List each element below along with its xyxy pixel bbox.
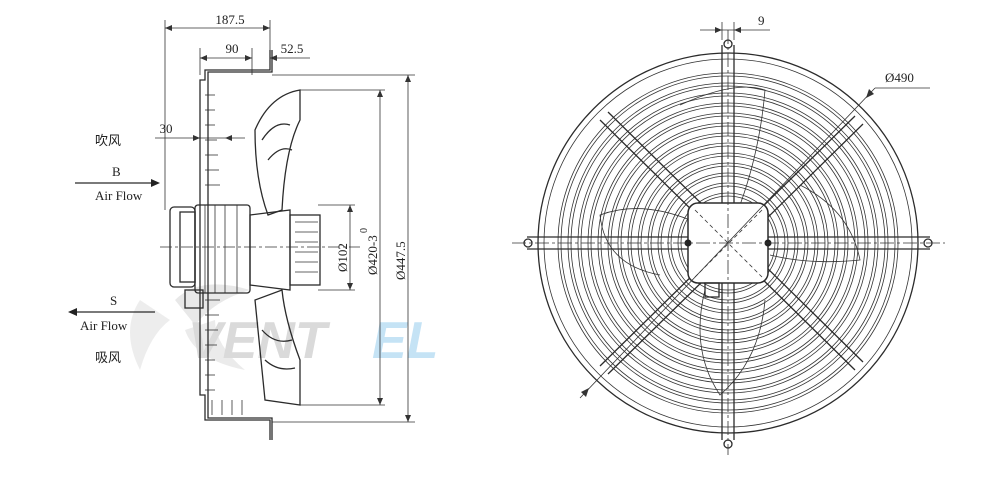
airflow-blow-text: Air Flow <box>95 188 143 203</box>
side-view: 187.5 90 52.5 30 <box>155 12 415 440</box>
watermark: VENT EL <box>130 284 438 370</box>
dim-label-420-sub: 0 <box>359 228 370 233</box>
arrow-left-icon <box>68 308 77 316</box>
dim-label-420: Ø420-3 <box>365 235 380 275</box>
dim-label-30: 30 <box>160 121 173 136</box>
hub-ribs <box>295 221 318 273</box>
dim-label-total: 187.5 <box>215 12 244 27</box>
airflow-suck-cn: 吸风 <box>95 351 121 366</box>
dim-leader-490 <box>579 87 876 399</box>
dim-label-9: 9 <box>758 13 765 28</box>
airflow-blow-letter: B <box>112 164 121 179</box>
front-view: 9 Ø490 <box>512 13 945 455</box>
blade-top-side <box>254 89 301 216</box>
fan-blades-front <box>599 86 861 396</box>
arrow-right-icon <box>151 179 160 187</box>
airflow-suck-text: Air Flow <box>80 318 128 333</box>
blade-bottom-side <box>254 289 301 406</box>
watermark-text-el: EL <box>372 312 438 370</box>
motor-body <box>194 204 251 294</box>
dim-label-hub: Ø102 <box>335 243 350 272</box>
guard-frame-side <box>199 50 271 440</box>
airflow-blow-cn: 吹风 <box>95 134 121 149</box>
dim-label-447: Ø447.5 <box>393 241 408 280</box>
airflow-suck-letter: S <box>110 293 117 308</box>
hub <box>249 209 291 291</box>
airflow-blow: 吹风 B Air Flow <box>75 134 160 203</box>
airflow-suck: S Air Flow 吸风 <box>68 293 155 366</box>
motor-junction-box <box>184 289 204 309</box>
front-junction-box <box>704 282 720 298</box>
dim-label-90: 90 <box>226 41 239 56</box>
dim-label-52: 52.5 <box>281 41 304 56</box>
guard-wire-ticks <box>205 94 243 415</box>
guard-frame-inner <box>207 50 273 440</box>
dim-label-490: Ø490 <box>885 70 914 85</box>
blade-top-detail <box>261 123 291 141</box>
hub-front <box>289 214 321 286</box>
